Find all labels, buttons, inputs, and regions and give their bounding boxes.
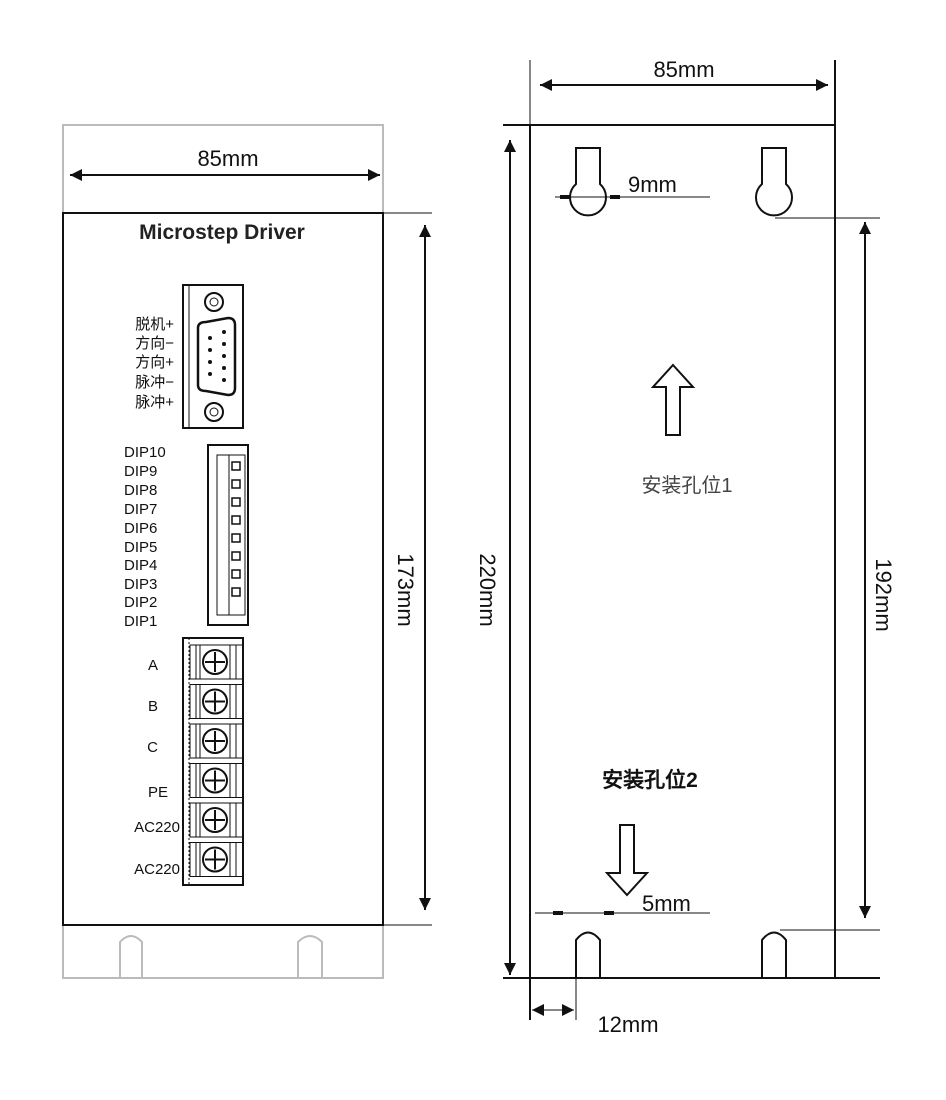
terminal-row <box>189 644 244 680</box>
signal-label: 方向+ <box>135 354 174 371</box>
dip-label: DIP1 <box>124 613 157 630</box>
back-width-dim-label: 85mm <box>653 57 714 82</box>
screw-cross <box>205 691 225 712</box>
up-arrow-icon <box>650 363 696 436</box>
screw-icon <box>202 807 228 833</box>
height-dim-label: 173mm <box>393 553 418 626</box>
hole1-label: 安装孔位1 <box>641 474 732 497</box>
terminal-row <box>189 842 244 877</box>
hole-spacing-dim-label: 192mm <box>871 558 896 631</box>
mounting-feet <box>119 935 323 978</box>
down-arrow-icon <box>604 824 650 897</box>
screw-cross <box>205 810 225 830</box>
terminal-label: AC220 <box>134 861 180 878</box>
screw-cross <box>205 849 225 870</box>
terminal-part <box>195 842 237 877</box>
screw-cross <box>205 731 225 751</box>
terminal-part <box>195 763 237 798</box>
terminal-row <box>189 802 244 838</box>
terminal-part <box>195 645 237 679</box>
edge-offset-dim-label: 12mm <box>597 1012 658 1037</box>
dip-label: DIP3 <box>124 576 157 593</box>
dip-label: DIP6 <box>124 520 157 537</box>
keyhole-1 <box>569 147 607 217</box>
screw-cross <box>205 770 225 791</box>
terminal-row <box>189 684 244 719</box>
terminal-part <box>195 724 237 758</box>
bottom-slot-dim-label: 5mm <box>642 891 691 916</box>
top-hole-dim-label: 9mm <box>628 172 677 197</box>
terminal-label: AC220 <box>134 819 180 836</box>
back-height-dim-label: 220mm <box>475 553 500 626</box>
hole2-label: 安装孔位2 <box>602 768 698 792</box>
terminal-part <box>195 684 237 719</box>
keyhole-2 <box>755 147 793 217</box>
screw-icon <box>202 688 228 715</box>
terminal-label: C <box>147 739 158 756</box>
screw-icon <box>202 728 228 754</box>
terminal-row <box>189 763 244 798</box>
width-dim-label: 85mm <box>197 146 258 171</box>
device-title: Microstep Driver <box>139 221 305 244</box>
back-view <box>503 60 880 1020</box>
signal-label: 脉冲− <box>135 374 174 391</box>
signal-label: 方向− <box>135 335 174 352</box>
screw-cross <box>205 652 225 672</box>
dip-label: DIP5 <box>124 539 157 556</box>
terminal-block <box>182 637 244 886</box>
dip-switch-block <box>207 444 249 626</box>
screw-icon <box>202 649 228 675</box>
bottom-slots <box>575 931 787 978</box>
front-view: 85mm 173mm Microstep Driver 脱机+ 方向− 方向+ … <box>62 124 432 979</box>
signal-label: 脱机+ <box>135 316 174 333</box>
terminal-label: PE <box>148 784 168 801</box>
terminal-row <box>189 723 244 759</box>
dip-label: DIP9 <box>124 463 157 480</box>
dip-label: DIP4 <box>124 557 157 574</box>
screw-icon <box>202 846 228 873</box>
db9-connector <box>182 284 244 429</box>
dip-label: DIP8 <box>124 482 157 499</box>
dip-label: DIP7 <box>124 501 157 518</box>
terminal-label: A <box>148 657 158 674</box>
screw-icon <box>202 767 228 794</box>
terminal-label: B <box>148 698 158 715</box>
terminal-part <box>195 803 237 837</box>
driver-body <box>62 212 384 926</box>
dip-label: DIP2 <box>124 594 157 611</box>
signal-label: 脉冲+ <box>135 394 174 411</box>
dip-label: DIP10 <box>124 444 166 461</box>
